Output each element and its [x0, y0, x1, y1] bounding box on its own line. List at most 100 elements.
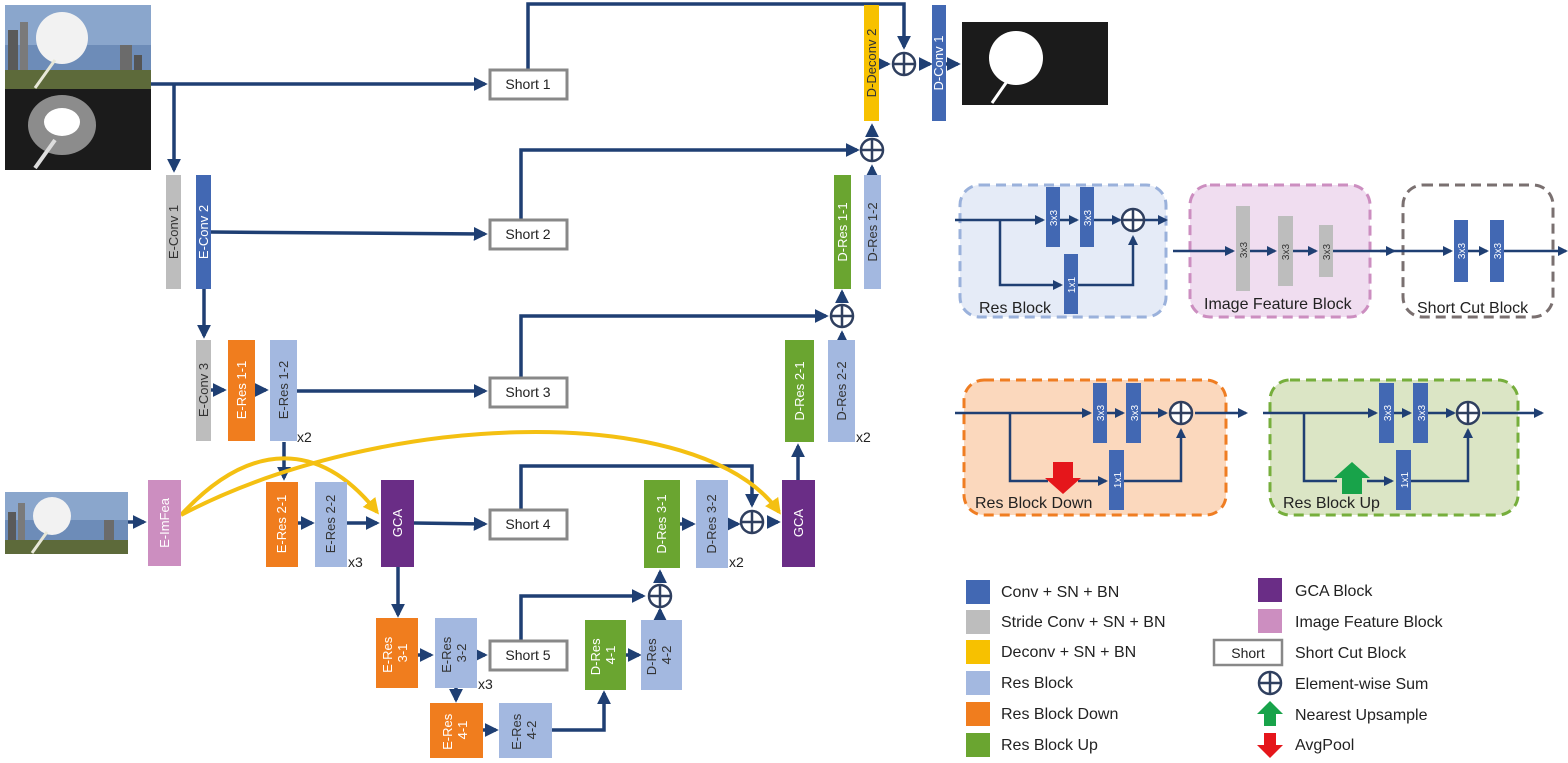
- legend-deconv: Deconv + SN + BN: [966, 640, 1136, 664]
- inset-short-cut-block: 3x3 3x3 Short Cut Block: [1380, 183, 1568, 319]
- svg-text:D-Deconv 2: D-Deconv 2: [864, 29, 879, 98]
- svg-text:3x3: 3x3: [1281, 244, 1292, 261]
- inset-res-block-down: 3x3 3x3 1x1 Res Block Down: [955, 378, 1248, 517]
- svg-text:3x3: 3x3: [1096, 405, 1107, 422]
- legend-imfea: Image Feature Block: [1258, 609, 1444, 633]
- svg-text:E-ImFea: E-ImFea: [157, 497, 172, 548]
- svg-text:E-Res 3-2: E-Res 3-2: [439, 633, 469, 673]
- sum-icon: [1257, 670, 1283, 696]
- multiplier-e-res1: x2: [297, 429, 312, 445]
- svg-text:Short Cut Block: Short Cut Block: [1295, 645, 1407, 662]
- svg-text:AvgPool: AvgPool: [1295, 737, 1354, 754]
- svg-text:E-Res 4-1: E-Res 4-1: [440, 710, 470, 750]
- block-e-conv1: E-Conv 1: [166, 175, 181, 289]
- output-alpha-matte: [962, 22, 1108, 105]
- block-gca-encoder: GCA: [381, 480, 414, 567]
- short-1: Short 1: [488, 68, 569, 101]
- block-gca-decoder: GCA: [782, 480, 815, 567]
- short-2: Short 2: [488, 218, 569, 251]
- block-d-res22: D-Res 2-2: [828, 340, 855, 442]
- svg-text:Res Block Down: Res Block Down: [1001, 706, 1118, 723]
- input-image-rgb-2: [5, 492, 128, 554]
- svg-text:3x3: 3x3: [1493, 243, 1504, 260]
- inset-res-block: 3x3 3x3 1x1 Res Block: [955, 183, 1168, 319]
- sum-node-3: [829, 303, 855, 329]
- legend-stride: Stride Conv + SN + BN: [966, 610, 1166, 634]
- svg-text:Short 4: Short 4: [505, 516, 550, 532]
- block-e-res31: E-Res 3-1: [376, 618, 418, 688]
- svg-text:GCA: GCA: [390, 509, 405, 538]
- block-d-res11: D-Res 1-1: [834, 175, 851, 289]
- green-up-arrow-icon: [1257, 701, 1283, 726]
- svg-text:3x3: 3x3: [1322, 244, 1333, 261]
- svg-text:Res Block Up: Res Block Up: [1283, 495, 1380, 512]
- block-d-res12: D-Res 1-2: [864, 175, 881, 289]
- svg-text:D-Res 2-1: D-Res 2-1: [792, 361, 807, 420]
- svg-text:Short 2: Short 2: [505, 226, 550, 242]
- svg-text:D-Res 1-1: D-Res 1-1: [835, 202, 850, 261]
- svg-text:Res Block: Res Block: [1001, 675, 1074, 692]
- svg-text:E-Res 3-1: E-Res 3-1: [380, 633, 410, 673]
- sum-node-5: [647, 583, 673, 609]
- svg-text:E-Res 1-2: E-Res 1-2: [276, 361, 291, 420]
- svg-text:GCA Block: GCA Block: [1295, 583, 1373, 600]
- svg-text:Element-wise Sum: Element-wise Sum: [1295, 676, 1428, 693]
- svg-text:Deconv + SN + BN: Deconv + SN + BN: [1001, 644, 1136, 661]
- svg-text:Image Feature Block: Image Feature Block: [1295, 614, 1444, 631]
- block-e-res42: E-Res 4-2: [499, 703, 552, 758]
- svg-text:3x3: 3x3: [1049, 210, 1060, 227]
- svg-text:E-Conv 2: E-Conv 2: [196, 205, 211, 259]
- short-4: Short 4: [488, 508, 569, 541]
- svg-text:GCA: GCA: [791, 509, 806, 538]
- svg-text:D-Res 1-2: D-Res 1-2: [865, 202, 880, 261]
- multiplier-d-res3: x2: [729, 554, 744, 570]
- svg-text:E-Conv 1: E-Conv 1: [166, 205, 181, 259]
- legend: Conv + SN + BN Stride Conv + SN + BN Dec…: [966, 578, 1444, 758]
- svg-text:3x3: 3x3: [1130, 405, 1141, 422]
- block-e-res11: E-Res 1-1: [228, 340, 255, 441]
- block-e-res41: E-Res 4-1: [430, 703, 483, 758]
- svg-text:D-Res 3-1: D-Res 3-1: [654, 494, 669, 553]
- block-d-res41: D-Res 4-1: [585, 620, 626, 690]
- multiplier-e-res2: x3: [348, 554, 363, 570]
- svg-text:D-Res 4-1: D-Res 4-1: [588, 635, 618, 675]
- svg-text:E-Res 4-2: E-Res 4-2: [509, 710, 539, 750]
- legend-upsample: Nearest Upsample: [1257, 701, 1428, 726]
- legend-res-down: Res Block Down: [966, 702, 1118, 726]
- svg-text:1x1: 1x1: [1067, 277, 1078, 294]
- sum-node-4: [739, 509, 765, 535]
- block-d-res31: D-Res 3-1: [644, 480, 680, 568]
- svg-text:D-Conv 1: D-Conv 1: [931, 36, 946, 91]
- legend-conv: Conv + SN + BN: [966, 580, 1119, 604]
- legend-avgpool: AvgPool: [1257, 733, 1354, 758]
- svg-text:Res Block Down: Res Block Down: [975, 495, 1092, 512]
- block-e-res22: E-Res 2-2: [315, 482, 347, 567]
- svg-text:3x3: 3x3: [1383, 405, 1394, 422]
- svg-text:Nearest Upsample: Nearest Upsample: [1295, 707, 1428, 724]
- block-d-conv1: D-Conv 1: [931, 5, 946, 121]
- svg-text:Conv + SN + BN: Conv + SN + BN: [1001, 584, 1119, 601]
- legend-gca: GCA Block: [1258, 578, 1373, 602]
- legend-short-cut: Short Short Cut Block: [1212, 638, 1407, 667]
- multiplier-d-res2: x2: [856, 429, 871, 445]
- block-d-res32: D-Res 3-2: [696, 480, 728, 568]
- block-d-res42: D-Res 4-2: [641, 620, 682, 690]
- block-e-res32: E-Res 3-2: [435, 618, 477, 688]
- svg-text:Short 5: Short 5: [505, 647, 550, 663]
- svg-text:D-Res 2-2: D-Res 2-2: [834, 361, 849, 420]
- svg-text:Res Block: Res Block: [979, 300, 1052, 317]
- block-d-deconv2: D-Deconv 2: [864, 5, 879, 121]
- short-5: Short 5: [488, 639, 569, 672]
- svg-text:Short Cut Block: Short Cut Block: [1417, 300, 1529, 317]
- input-image-rgb: [5, 5, 151, 89]
- legend-sum: Element-wise Sum: [1257, 670, 1428, 696]
- svg-text:Short: Short: [1231, 645, 1265, 661]
- svg-text:Short 3: Short 3: [505, 384, 550, 400]
- svg-text:Short 1: Short 1: [505, 76, 550, 92]
- svg-text:Image Feature Block: Image Feature Block: [1204, 296, 1353, 313]
- svg-text:D-Res 4-2: D-Res 4-2: [644, 635, 674, 675]
- block-e-res21: E-Res 2-1: [266, 482, 298, 567]
- legend-res-up: Res Block Up: [966, 733, 1098, 757]
- inset-res-block-up: 3x3 3x3 1x1 Res Block Up: [1263, 378, 1544, 517]
